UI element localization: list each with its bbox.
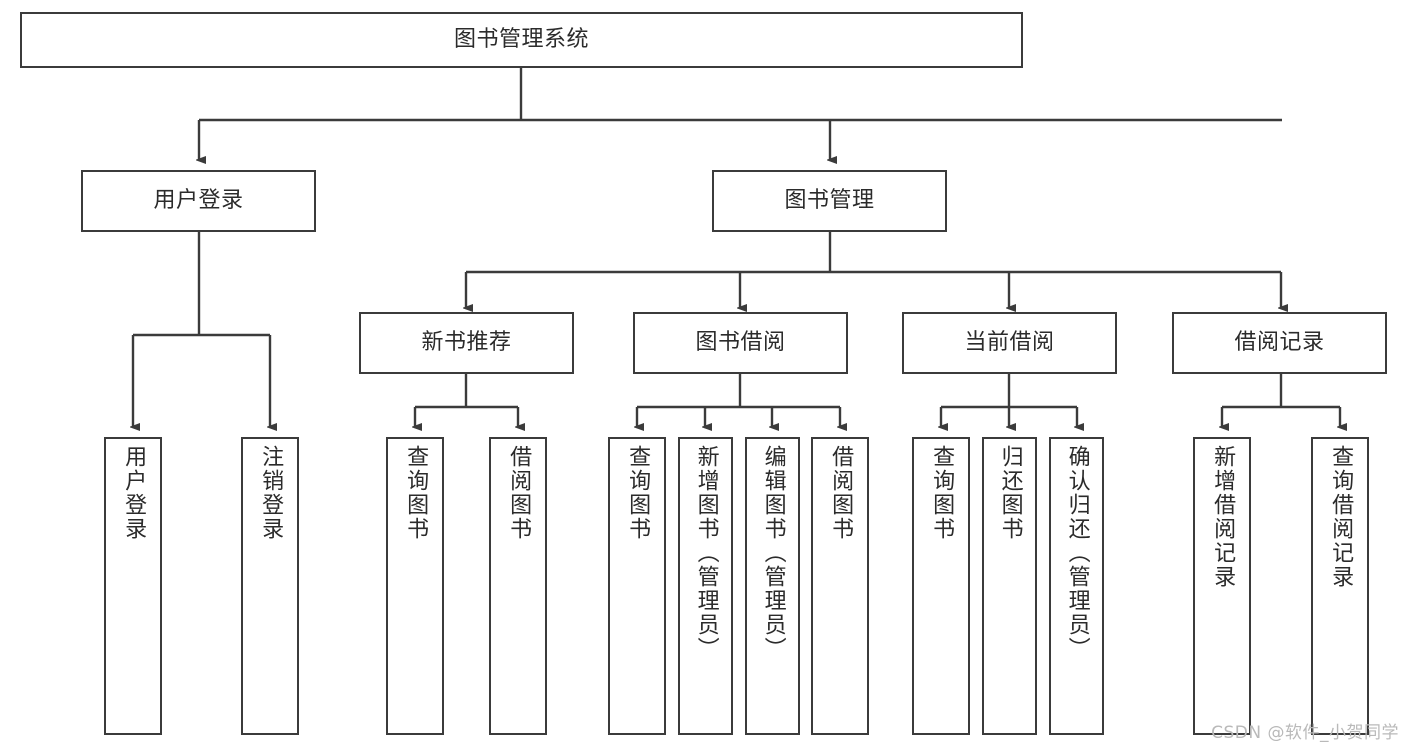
- node-leaf-add-record-label: 新增借阅记录: [1210, 445, 1236, 589]
- node-leaf-confirm-return[interactable]: 确认归还（管理员）: [1049, 437, 1104, 735]
- node-borrow-record[interactable]: 借阅记录: [1172, 312, 1387, 374]
- node-borrow-record-label: 借阅记录: [1234, 330, 1325, 356]
- node-leaf-confirm-return-label: 确认归还（管理员）: [1064, 445, 1090, 661]
- node-leaf-add-book-label: 新增图书（管理员）: [693, 445, 719, 661]
- node-book-manage-label: 图书管理: [784, 188, 875, 214]
- csdn-watermark: CSDN @软件_小贺同学: [1211, 723, 1399, 743]
- node-leaf-edit-book[interactable]: 编辑图书（管理员）: [745, 437, 800, 735]
- node-leaf-borrow-book-2-label: 借阅图书: [828, 445, 854, 541]
- node-leaf-return-book-label: 归还图书: [997, 445, 1023, 541]
- node-leaf-edit-book-label: 编辑图书（管理员）: [760, 445, 786, 661]
- node-book-manage[interactable]: 图书管理: [712, 170, 947, 232]
- node-book-borrow[interactable]: 图书借阅: [633, 312, 848, 374]
- node-leaf-logout-login[interactable]: 注销登录: [241, 437, 299, 735]
- node-leaf-query-book-3-label: 查询图书: [929, 445, 955, 541]
- node-current-borrow[interactable]: 当前借阅: [902, 312, 1117, 374]
- node-user-login-label: 用户登录: [153, 188, 244, 214]
- node-leaf-return-book[interactable]: 归还图书: [982, 437, 1037, 735]
- node-current-borrow-label: 当前借阅: [964, 330, 1055, 356]
- node-leaf-query-record[interactable]: 查询借阅记录: [1311, 437, 1369, 735]
- node-leaf-query-book-2[interactable]: 查询图书: [608, 437, 666, 735]
- node-leaf-query-book-3[interactable]: 查询图书: [912, 437, 970, 735]
- node-book-borrow-label: 图书借阅: [695, 330, 786, 356]
- node-leaf-add-book[interactable]: 新增图书（管理员）: [678, 437, 733, 735]
- node-leaf-logout-login-label: 注销登录: [258, 445, 284, 541]
- node-leaf-query-book-2-label: 查询图书: [625, 445, 651, 541]
- node-leaf-add-record[interactable]: 新增借阅记录: [1193, 437, 1251, 735]
- node-leaf-borrow-book-1[interactable]: 借阅图书: [489, 437, 547, 735]
- node-leaf-user-login[interactable]: 用户登录: [104, 437, 162, 735]
- node-leaf-query-book-1[interactable]: 查询图书: [386, 437, 444, 735]
- node-leaf-query-book-1-label: 查询图书: [403, 445, 429, 541]
- node-new-book-recommend[interactable]: 新书推荐: [359, 312, 574, 374]
- node-leaf-query-record-label: 查询借阅记录: [1328, 445, 1354, 589]
- node-leaf-user-login-label: 用户登录: [121, 445, 147, 541]
- node-leaf-borrow-book-2[interactable]: 借阅图书: [811, 437, 869, 735]
- node-root[interactable]: 图书管理系统: [20, 12, 1023, 68]
- node-user-login[interactable]: 用户登录: [81, 170, 316, 232]
- node-leaf-borrow-book-1-label: 借阅图书: [506, 445, 532, 541]
- node-new-book-recommend-label: 新书推荐: [421, 330, 512, 356]
- node-root-label: 图书管理系统: [453, 27, 589, 53]
